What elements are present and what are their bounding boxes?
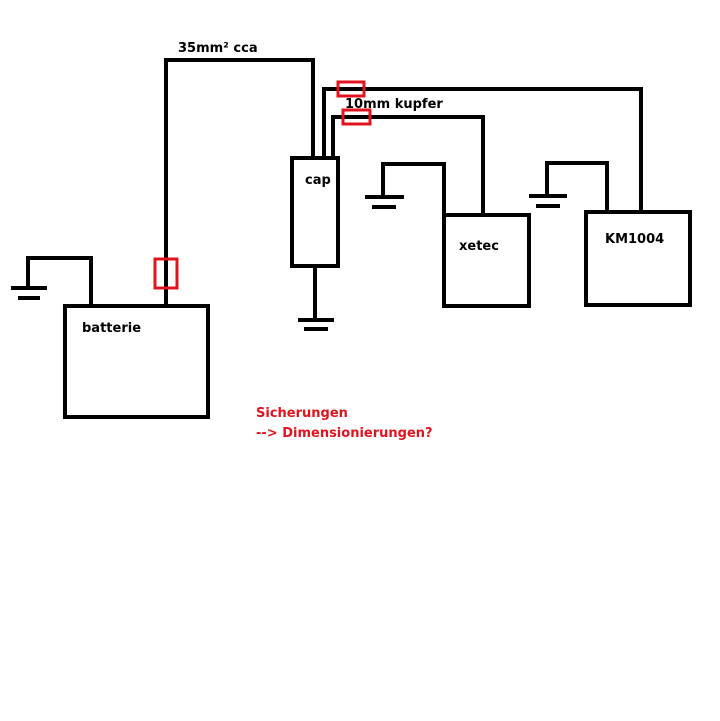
note-fuses: Sicherungen [256,406,348,421]
amp-xetec-label: xetec [459,239,499,254]
ground-symbol-battery [11,256,93,307]
note-question: --> Dimensionierungen? [256,426,433,441]
amp-km1004-box [584,210,692,307]
ground-symbol-xetec [365,162,446,217]
main-cable-label: 35mm² cca [178,41,258,56]
battery-box [63,304,210,419]
battery-label: batterie [82,321,141,336]
branch-cable-xetec [331,115,485,217]
ground-symbol-km1004 [529,161,609,213]
amp-km1004-label: KM1004 [605,232,664,247]
branch-cable-km1004 [322,87,643,213]
amp-xetec-box [442,213,531,308]
fuse-km1004 [336,80,366,98]
main-cable [164,58,315,307]
fuse-xetec [341,108,372,126]
branch-cable-label: 10mm kupfer [345,97,443,112]
ground-symbol-capacitor [298,264,334,331]
capacitor-label: cap [305,173,331,188]
fuse-main [153,257,179,290]
